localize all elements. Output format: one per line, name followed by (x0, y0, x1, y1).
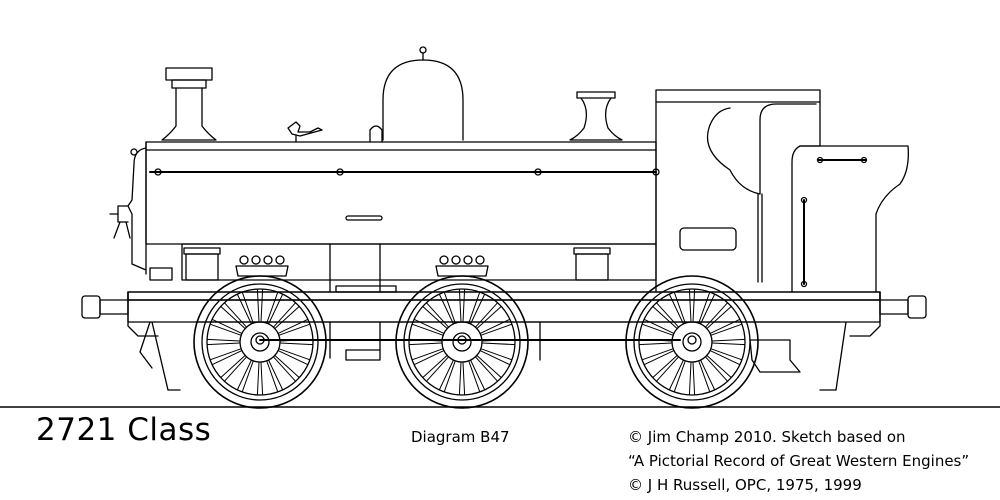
front-buffers (81, 291, 181, 391)
dome (382, 46, 464, 141)
lower-body (149, 243, 657, 293)
pannier-tank (145, 141, 660, 245)
cab (655, 89, 909, 293)
top-fittings (287, 121, 383, 143)
driving-wheel (395, 275, 529, 409)
credit-line-2: “A Pictorial Record of Great Western Eng… (628, 452, 970, 470)
smokebox-front (109, 141, 147, 275)
rear-buffers (749, 291, 927, 391)
leading-wheel (193, 275, 327, 409)
chimney (161, 67, 217, 141)
safety-valve (569, 91, 623, 141)
credit-line-3: © J H Russell, OPC, 1975, 1999 (628, 476, 862, 494)
credit-line-1: © Jim Champ 2010. Sketch based on (628, 428, 906, 446)
diagram-label: Diagram B47 (411, 428, 510, 446)
trailing-wheel (625, 275, 759, 409)
locomotive-side-elevation (0, 46, 1000, 409)
class-title: 2721 Class (36, 412, 212, 448)
running-plate (127, 291, 881, 323)
